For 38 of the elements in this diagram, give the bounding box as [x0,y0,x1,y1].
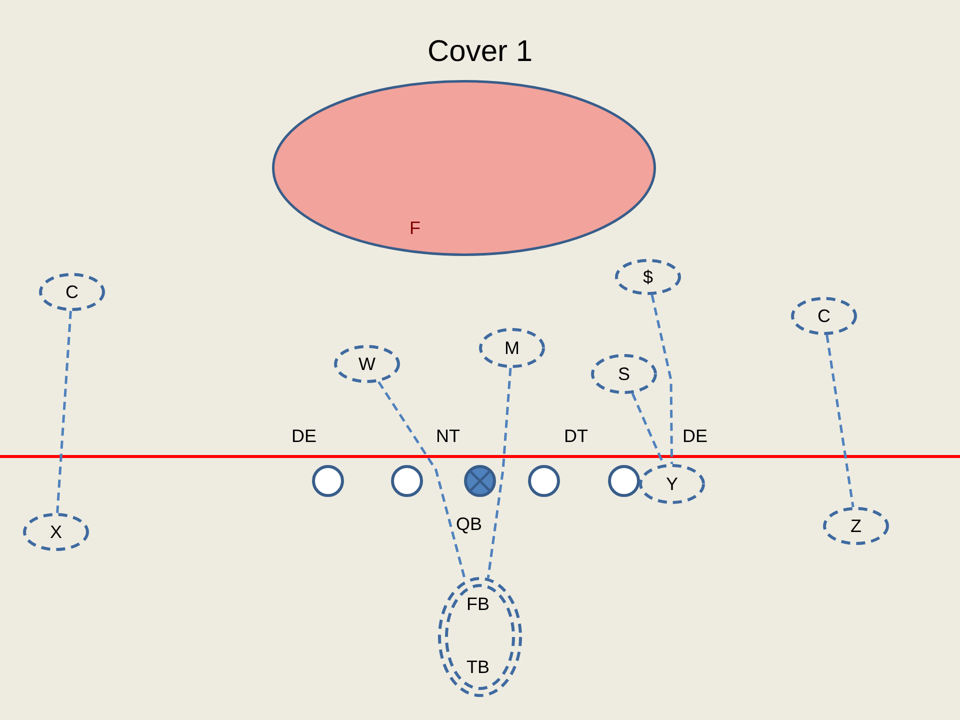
position-label: QB [456,514,482,534]
lineman-icon [312,465,344,497]
player-label: S [618,364,630,384]
center-lineman-icon [464,465,496,497]
lineman-icon [391,465,423,497]
player-label: C [66,282,78,302]
player-label: M [504,338,520,358]
coverage-line [826,334,854,508]
player-ellipse [591,354,657,394]
zone-ellipse [272,80,656,256]
position-label: DT [564,426,588,446]
player-ellipse [639,464,705,504]
player-label: $ [643,267,653,287]
player-label: Y [666,474,678,494]
player-ellipse [334,345,400,383]
player-label: C [818,306,830,326]
player-label: W [358,354,376,374]
backfield-ellipse [438,577,522,697]
player-ellipse [39,273,105,311]
player-label: Z [850,516,862,536]
lineman-icon [528,465,560,497]
coverage-line [486,368,512,578]
player-ellipse [615,259,681,295]
player-ellipse [791,297,857,335]
coverage-line [650,294,674,464]
lineman-icon [608,465,640,497]
player-label: FB [466,594,490,614]
player-ellipse [23,513,89,551]
position-label: NT [436,426,460,446]
position-label: DE [292,426,316,446]
coverage-line [56,310,72,514]
player-ellipse [479,328,545,368]
player-label: X [50,522,62,542]
player-label: TB [466,657,490,677]
position-label: DE [682,426,708,446]
diagram-title: Cover 1 [427,35,533,69]
player-label: F [410,218,420,238]
player-ellipse [823,507,889,545]
